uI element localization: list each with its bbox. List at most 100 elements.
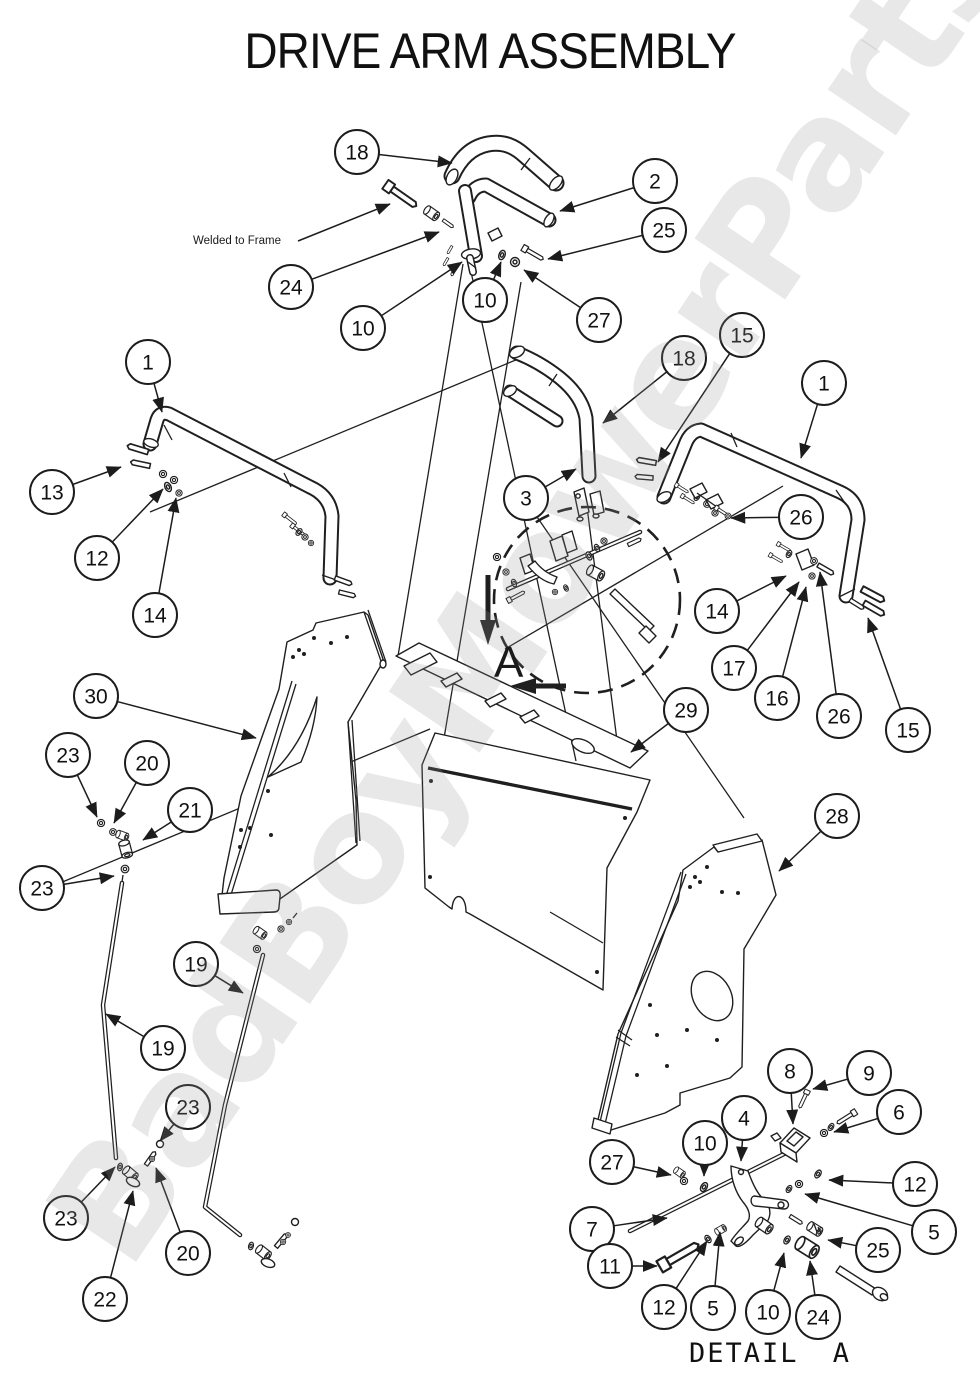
callout-10: 10 xyxy=(340,261,463,351)
callout-balloon xyxy=(855,1227,901,1273)
callout-balloon xyxy=(711,645,757,691)
callout-number: 25 xyxy=(866,1240,889,1263)
callout-20: 20 xyxy=(113,740,170,824)
callout-23: 23 xyxy=(45,732,98,818)
callout-layer: 1822524101027113121418151326141716261530… xyxy=(19,129,957,1340)
callout-balloon xyxy=(73,673,119,719)
callout-balloon xyxy=(719,312,765,358)
callout-number: 12 xyxy=(652,1297,675,1320)
callout-balloon xyxy=(140,1025,186,1071)
callout-balloon xyxy=(167,787,213,833)
callout-10: 10 xyxy=(462,261,508,323)
callout-number: 30 xyxy=(84,686,107,709)
callout-2: 2 xyxy=(559,158,678,213)
callout-balloon xyxy=(767,1048,813,1094)
welded-to-frame-leader xyxy=(297,203,391,242)
callout-19: 19 xyxy=(173,941,244,994)
callout-27: 27 xyxy=(523,269,622,343)
callout-balloon xyxy=(795,1294,841,1340)
callout-balloon xyxy=(132,592,178,638)
callout-5: 5 xyxy=(804,1192,957,1255)
callout-balloon xyxy=(911,1209,957,1255)
callout-number: 23 xyxy=(176,1097,199,1120)
callout-number: 19 xyxy=(151,1038,174,1061)
callout-24: 24 xyxy=(795,1260,841,1340)
callout-13: 13 xyxy=(29,466,122,515)
callout-balloon xyxy=(82,1276,128,1322)
callout-number: 1 xyxy=(818,373,830,396)
callout-number: 20 xyxy=(135,753,158,776)
callout-balloon xyxy=(29,469,75,515)
callout-balloon xyxy=(661,335,707,381)
callout-8: 8 xyxy=(767,1048,813,1125)
callout-number: 15 xyxy=(896,720,919,743)
callout-number: 23 xyxy=(30,878,53,901)
callout-27: 27 xyxy=(589,1139,672,1185)
callout-number: 10 xyxy=(756,1302,779,1325)
callout-balloon xyxy=(74,535,120,581)
callout-balloon xyxy=(641,1284,687,1330)
callout-number: 12 xyxy=(85,548,108,571)
detail-a-boundary xyxy=(480,505,682,695)
callout-21: 21 xyxy=(142,787,213,841)
callout-balloon xyxy=(340,305,386,351)
callout-25: 25 xyxy=(547,207,687,262)
callout-number: 16 xyxy=(765,688,788,711)
callout-balloon xyxy=(745,1289,791,1335)
callout-23: 23 xyxy=(159,1084,211,1142)
callout-16: 16 xyxy=(754,586,809,721)
callout-26: 26 xyxy=(730,494,824,540)
callout-number: 5 xyxy=(928,1222,940,1245)
callout-balloon xyxy=(690,1285,736,1331)
callout-number: 22 xyxy=(93,1289,116,1312)
floor-pan xyxy=(395,642,651,991)
callout-balloon xyxy=(721,1095,767,1141)
callout-number: 1 xyxy=(142,352,154,375)
callout-number: 26 xyxy=(827,706,850,729)
callout-balloon xyxy=(641,207,687,253)
callout-23: 23 xyxy=(43,1166,116,1241)
callout-balloon xyxy=(816,693,862,739)
callout-balloon xyxy=(165,1084,211,1130)
callout-26: 26 xyxy=(815,571,862,739)
callout-balloon xyxy=(19,865,65,911)
callout-7: 7 xyxy=(569,1206,668,1252)
callout-balloon xyxy=(632,158,678,204)
callout-1: 1 xyxy=(799,360,847,459)
callout-number: 3 xyxy=(520,488,532,511)
callout-balloon xyxy=(462,277,508,323)
control-rods xyxy=(96,818,300,1269)
callout-11: 11 xyxy=(587,1243,658,1289)
callout-balloon xyxy=(503,475,549,521)
callout-number: 21 xyxy=(178,800,201,823)
callout-12: 12 xyxy=(828,1161,938,1207)
callout-30: 30 xyxy=(73,673,257,741)
callout-number: 11 xyxy=(599,1256,621,1279)
callout-15: 15 xyxy=(867,617,931,753)
callout-14: 14 xyxy=(132,497,180,638)
callout-balloon xyxy=(268,264,314,310)
callout-number: 10 xyxy=(693,1133,716,1156)
callout-number: 12 xyxy=(903,1174,926,1197)
callout-balloon xyxy=(814,793,860,839)
callout-5: 5 xyxy=(690,1231,736,1331)
callout-balloon xyxy=(587,1243,633,1289)
callout-25: 25 xyxy=(827,1227,901,1273)
callout-24: 24 xyxy=(268,231,440,310)
callout-number: 5 xyxy=(707,1298,719,1321)
callout-number: 8 xyxy=(784,1061,796,1084)
callout-number: 10 xyxy=(473,290,496,313)
callout-balloon xyxy=(43,1195,89,1241)
middle-handle xyxy=(502,345,605,522)
callout-12: 12 xyxy=(641,1240,708,1330)
callout-number: 13 xyxy=(40,482,63,505)
callout-22: 22 xyxy=(82,1190,136,1322)
top-handle-assembly xyxy=(381,134,565,277)
callout-number: 27 xyxy=(587,310,610,333)
callout-number: 2 xyxy=(649,171,661,194)
callout-balloon xyxy=(663,687,709,733)
callout-17: 17 xyxy=(711,581,800,691)
detail-a-caption: DETAIL A xyxy=(688,1338,852,1369)
callout-balloon xyxy=(124,740,170,786)
